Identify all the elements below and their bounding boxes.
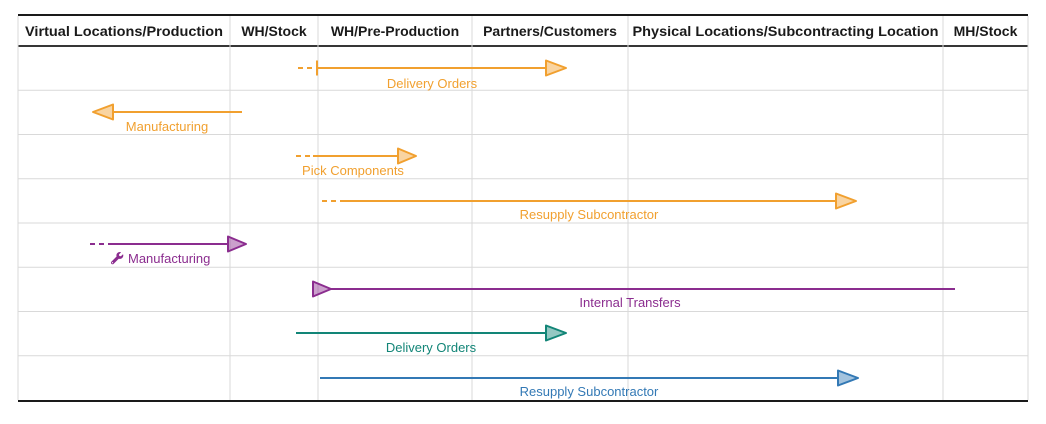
route-arrow-internal-transfers: Internal Transfers xyxy=(312,280,955,310)
wrench-icon xyxy=(110,252,124,265)
route-arrow-delivery-orders-orange: Delivery Orders xyxy=(298,59,567,91)
route-arrow-resupply-subcontractor-blue: Resupply Subcontractor xyxy=(320,369,859,399)
route-arrow-manufacturing-orange: Manufacturing xyxy=(92,103,242,134)
arrow-label: Manufacturing xyxy=(128,251,210,266)
row-separators xyxy=(18,89,1028,357)
arrowhead-right-icon xyxy=(397,147,417,165)
column-separators xyxy=(17,16,1029,400)
table-borders xyxy=(18,14,1028,402)
arrow-label: Resupply Subcontractor xyxy=(520,207,659,222)
arrowhead-start-icon xyxy=(312,280,332,298)
arrowhead-right-icon xyxy=(545,59,567,77)
arrow-label: Delivery Orders xyxy=(387,76,478,91)
arrow-label: Manufacturing xyxy=(126,119,208,134)
route-arrow-delivery-orders-teal: Delivery Orders xyxy=(296,324,567,355)
route-arrow-manufacturing-purple: Manufacturing xyxy=(90,235,247,266)
arrow-label: Delivery Orders xyxy=(386,340,477,355)
arrowhead-right-icon xyxy=(545,324,567,342)
arrow-label: Pick Components xyxy=(302,163,404,178)
arrow-label: Resupply Subcontractor xyxy=(520,384,659,399)
column-headers: Virtual Locations/Production WH/Stock WH… xyxy=(25,23,1018,39)
column-header-wh-pre-production: WH/Pre-Production xyxy=(331,23,459,39)
arrowhead-right-icon xyxy=(835,192,857,210)
arrowhead-right-icon xyxy=(227,235,247,253)
column-header-physical-locations-subcontracting: Physical Locations/Subcontracting Locati… xyxy=(633,23,939,39)
arrowhead-left-icon xyxy=(92,103,114,121)
column-header-virtual-locations-production: Virtual Locations/Production xyxy=(25,23,223,39)
column-header-partners-customers: Partners/Customers xyxy=(483,23,617,39)
column-header-wh-stock: WH/Stock xyxy=(241,23,307,39)
column-header-mh-stock: MH/Stock xyxy=(954,23,1018,39)
arrowhead-right-icon xyxy=(837,369,859,387)
route-arrow-pick-components: Pick Components xyxy=(296,147,417,178)
route-arrow-resupply-subcontractor-orange: Resupply Subcontractor xyxy=(322,192,857,222)
arrow-label: Internal Transfers xyxy=(579,295,681,310)
